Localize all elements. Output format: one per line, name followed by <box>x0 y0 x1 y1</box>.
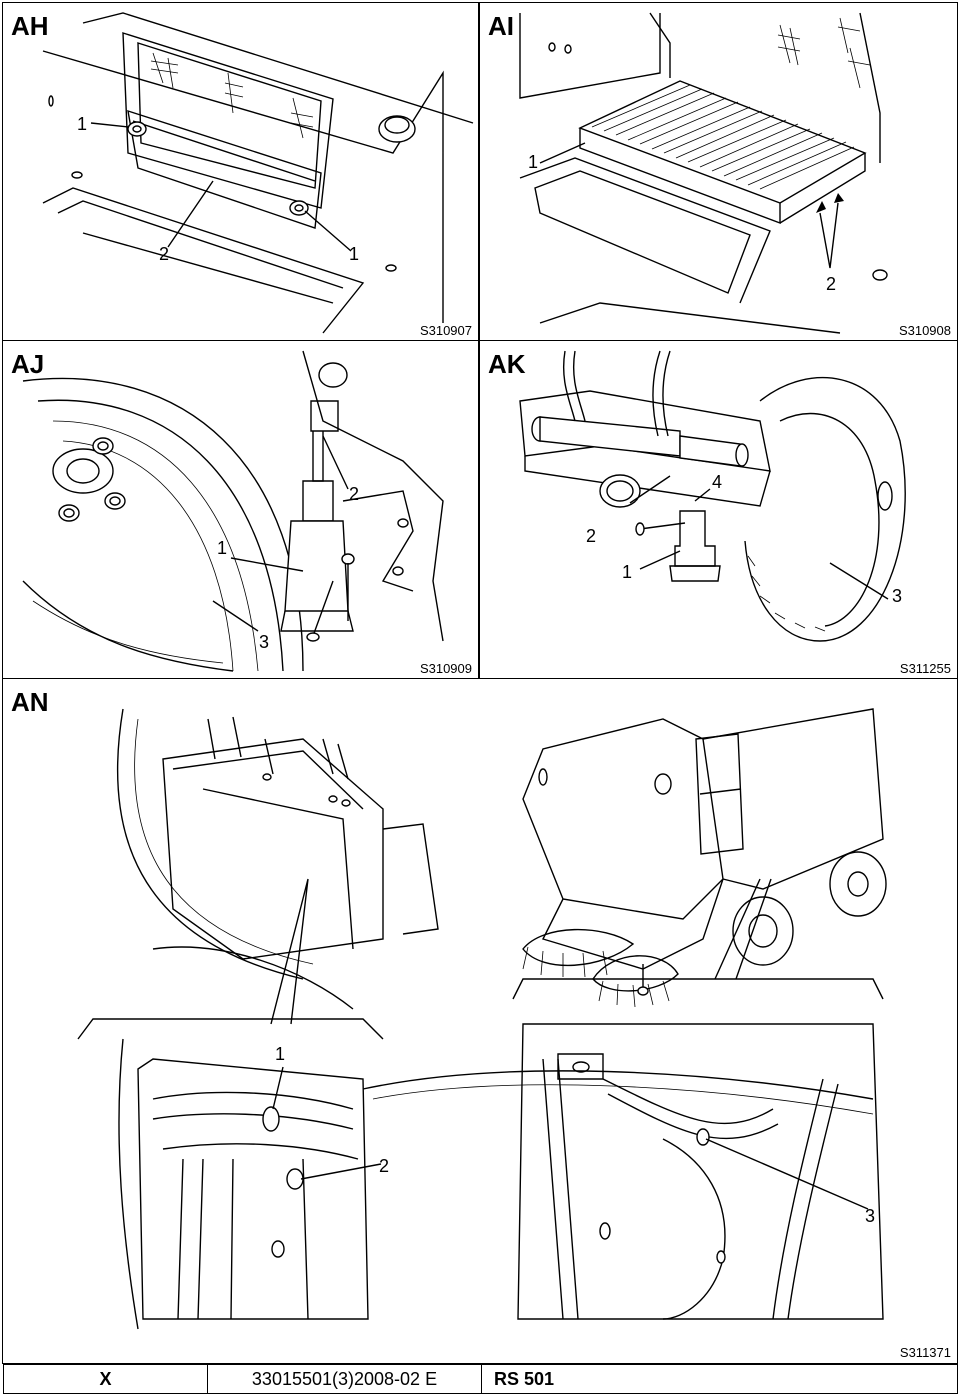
footer-section: X <box>4 1365 208 1393</box>
panel-ak: AK 1 2 3 4 S311255 <box>479 340 958 680</box>
callout-2: 2 <box>159 244 170 264</box>
callout-1: 1 <box>217 538 228 558</box>
callout-1: 1 <box>77 114 88 134</box>
illustration-jack-under-wheel <box>22 350 444 672</box>
callout-3: 3 <box>259 632 270 652</box>
panel-label: AJ <box>11 349 45 379</box>
panel-label: AH <box>11 11 49 41</box>
callout-2: 2 <box>826 274 837 294</box>
panel-aj: AJ 1 2 3 S310909 <box>2 340 479 680</box>
callout-2: 2 <box>586 526 597 546</box>
callout-2: 2 <box>379 1156 390 1176</box>
illustration-cover-plate-screws <box>42 12 474 334</box>
figure-code: S310907 <box>419 323 472 338</box>
figure-code: S311371 <box>899 1345 951 1360</box>
panel-an: AN <box>2 678 958 1364</box>
callout-2: 2 <box>349 484 360 504</box>
illustration-jack-at-axle <box>519 350 906 642</box>
callout-1: 1 <box>622 562 633 582</box>
panel-label: AI <box>488 11 514 41</box>
callout-1: 1 <box>528 152 539 172</box>
illustration-hydraulic-connections <box>77 708 887 1330</box>
callout-3: 3 <box>892 586 903 606</box>
callout-1: 1 <box>275 1044 286 1064</box>
panel-label: AN <box>11 687 49 717</box>
callout-1b: 1 <box>349 244 360 264</box>
callout-4: 4 <box>712 472 723 492</box>
panel-ah: AH 1 2 1 S310907 <box>2 2 479 342</box>
panel-label: AK <box>488 349 526 379</box>
figure-code: S310908 <box>898 323 951 338</box>
footer-model: RS 501 <box>494 1368 555 1389</box>
illustration-filter-removal <box>519 12 888 334</box>
document-footer: X 33015501(3)2008-02 E RS 501 <box>3 1364 958 1394</box>
panel-ai: AI 1 2 S310908 <box>479 2 958 342</box>
figure-code: S311255 <box>899 661 951 676</box>
figure-code: S310909 <box>419 661 472 676</box>
footer-doc-number: 33015501(3)2008-02 E <box>208 1365 482 1393</box>
callout-3: 3 <box>865 1206 876 1226</box>
